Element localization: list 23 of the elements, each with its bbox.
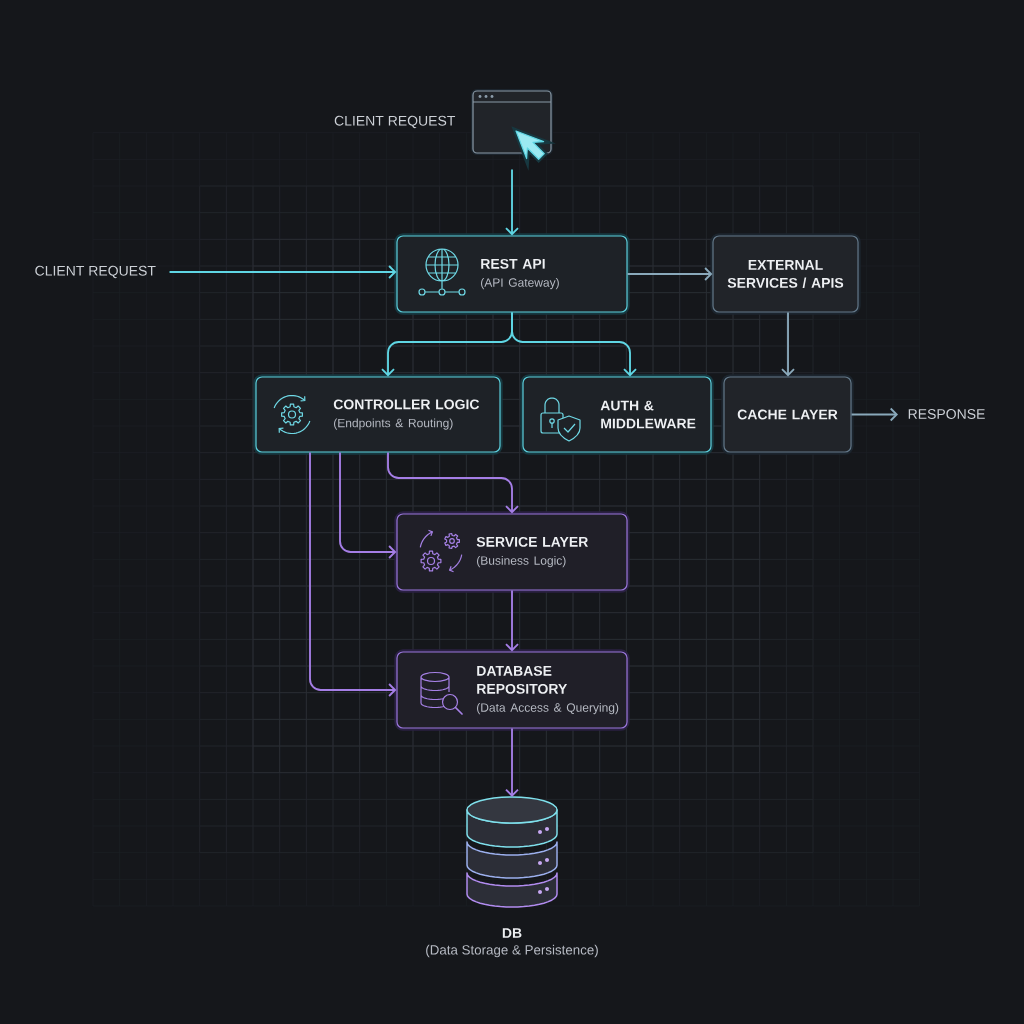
process-box: CONTROLLER LOGIC (Endpoints & Routing) <box>253 374 503 455</box>
arrow <box>626 267 713 281</box>
text-label: CLIENT REQUEST <box>35 265 156 279</box>
arrow <box>511 311 637 377</box>
text-label: CLIENT REQUEST <box>334 115 456 129</box>
arrow <box>309 451 397 697</box>
arrow <box>781 311 795 377</box>
process-box: DATABASE REPOSITORY (Data Access & Querying) <box>394 649 630 731</box>
process-box: AUTH & MIDDLEWARE <box>520 374 714 455</box>
title-text: DB <box>502 928 522 938</box>
arrow <box>387 451 519 514</box>
process-box: EXTERNAL SERVICES / APIS <box>710 233 861 315</box>
arrow <box>168 265 397 279</box>
arrow <box>505 589 519 652</box>
arrow <box>505 727 519 797</box>
subtitle-text: (Data Storage & Persistence) <box>426 944 598 958</box>
arrow <box>505 168 519 236</box>
process-box: SERVICE LAYER (Business Logic) <box>394 511 630 593</box>
process-box: CACHE LAYER <box>721 374 854 455</box>
arrow <box>339 451 397 559</box>
text-label: RESPONSE <box>908 409 985 419</box>
process-box: REST API (API Gateway) <box>394 233 630 315</box>
arrow <box>850 407 898 422</box>
